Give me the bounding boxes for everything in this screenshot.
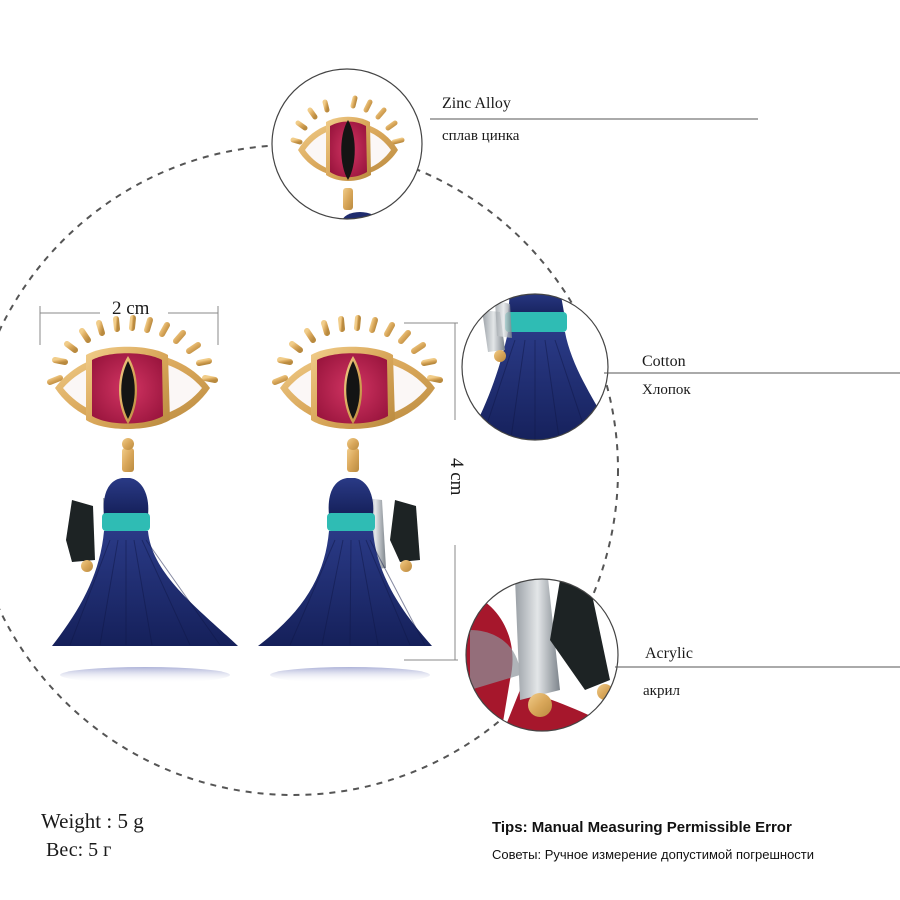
detail-cotton	[461, 293, 900, 441]
weight-label: Weight : 5 g	[41, 809, 144, 833]
tips-subtitle: Советы: Ручное измерение допустимой погр…	[492, 847, 815, 862]
weight-label-ru: Вес: 5 г	[46, 839, 112, 861]
earring-left	[47, 315, 238, 683]
earring-right	[258, 315, 443, 683]
measurement-guides	[39, 306, 458, 661]
width-measurement: 2 cm	[112, 298, 150, 319]
dashed-outline-circle	[0, 144, 619, 796]
detail-zinc-alloy	[271, 68, 758, 220]
acrylic-label-ru: акрил	[643, 683, 680, 699]
acrylic-label: Acrylic	[645, 645, 693, 662]
zinc-alloy-label-ru: сплав цинка	[442, 128, 520, 144]
zinc-alloy-label: Zinc Alloy	[442, 95, 511, 112]
tips-title: Tips: Manual Measuring Permissible Error	[492, 819, 792, 836]
height-measurement: 4 cm	[446, 458, 467, 496]
cotton-label: Cotton	[642, 353, 686, 370]
cotton-label-ru: Хлопок	[642, 382, 691, 398]
